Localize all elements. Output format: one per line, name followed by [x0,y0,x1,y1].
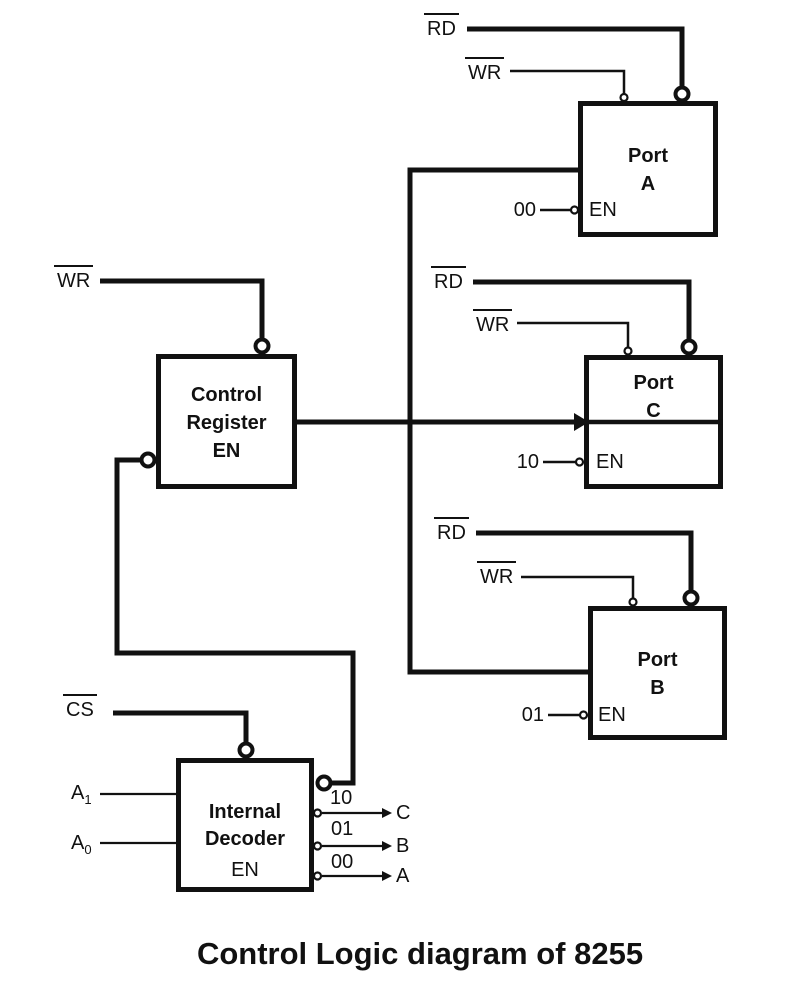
port-a-title-line1: Port [628,145,668,167]
port-c-box: Port C EN [584,355,723,489]
active-low-bubble-icon [569,205,580,215]
decoder-output-code-c: 10 [330,787,353,809]
wr-label-control-register: WR [54,265,94,294]
port-c-title-line2: C [646,400,661,422]
port-b-en-code: 01 [521,704,544,726]
rd-label-port-c: RD [431,266,466,295]
active-low-bubble-icon [139,451,157,469]
port-c-title-line1: Port [633,372,674,394]
decoder-output-code-a: 00 [331,851,354,873]
a0-subscript: 0 [84,842,92,857]
arrowhead-icon [382,841,392,851]
active-low-bubble-icon [680,338,698,356]
control-register-title-line1: Control [190,384,263,406]
internal-decoder-en-label: EN [231,859,259,881]
rd-label-port-a: RD [424,13,459,42]
port-a-title-line2: A [640,173,656,195]
wr-wire-port-b [521,575,635,598]
arrowhead-icon [382,808,392,818]
a0-base: A [71,832,85,854]
internal-decoder-box: Internal Decoder EN [176,758,314,892]
internal-decoder-title-line1: Internal [208,801,282,823]
active-low-bubble-icon [312,841,323,851]
a0-label: A0 [71,830,92,863]
active-low-bubble-icon [623,346,633,356]
port-b-en-label: EN [598,704,626,726]
control-register-box: Control Register EN [156,354,297,489]
wr-wire-port-c [517,321,630,347]
active-low-bubble-icon [253,337,271,355]
control-register-title: Control Register EN [161,381,292,465]
port-a-title: Port A [583,142,713,198]
diagram-caption: Control Logic diagram of 8255 [196,936,644,971]
decoder-output-code-b: 01 [331,818,354,840]
wr-label-port-c: WR [473,309,513,338]
internal-decoder-title-line2: Decoder [204,828,286,850]
active-low-bubble-icon [574,457,585,467]
a1-base: A [71,782,85,804]
decoder-to-control-register-wire [114,457,356,786]
active-low-bubble-icon [619,92,629,103]
active-low-bubble-icon [312,808,323,818]
active-low-bubble-icon [315,774,333,792]
internal-bus-wire [407,167,588,675]
active-low-bubble-icon [312,871,323,881]
port-b-title: Port B [593,646,722,702]
port-c-en-code: 10 [516,451,539,473]
active-low-bubble-icon [682,589,700,607]
wr-wire-port-a [510,69,626,94]
port-a-en-label: EN [589,199,617,221]
active-low-bubble-icon [628,597,638,607]
a1-subscript: 1 [84,792,92,807]
port-c-en-label: EN [596,451,624,473]
decoder-output-target-a: A [396,865,410,887]
port-b-title-line2: B [650,677,665,699]
cs-label: CS [63,694,97,723]
rd-label-port-b: RD [434,517,469,546]
decoder-output-target-c: C [396,802,411,824]
port-a-en-code: 00 [513,199,536,221]
control-register-title-line2: Register [186,412,267,434]
active-low-bubble-icon [237,741,255,759]
wr-wire-control-register [100,278,265,339]
port-b-title-line1: Port [637,649,678,671]
active-low-bubble-icon [673,85,691,103]
wr-label-port-b: WR [477,561,517,590]
cs-wire-decoder [113,710,249,743]
internal-decoder-title: Internal Decoder [181,799,309,853]
decoder-output-target-b: B [396,835,410,857]
wr-label-port-a: WR [465,57,505,86]
active-low-bubble-icon [578,710,589,720]
control-register-title-line3: EN [212,440,241,462]
arrowhead-icon [382,871,392,881]
port-a-box: Port A EN [578,101,718,237]
port-b-box: Port B EN [588,606,727,740]
a1-label: A1 [71,780,92,813]
port-c-title: Port C [589,369,718,425]
